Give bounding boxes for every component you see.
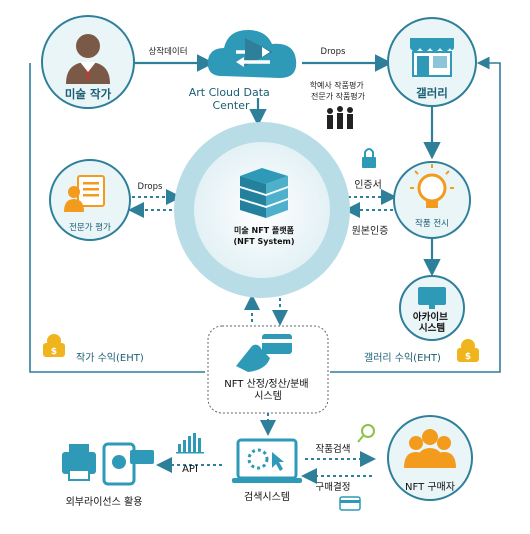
gallery-revenue-label: 갤러리 수익(EHT) (364, 352, 441, 364)
settlement-label-line1: NFT 산정/정산/분배 (224, 378, 308, 390)
drops-top-label: Drops (321, 47, 346, 57)
settlement-label-line2: 시스템 (254, 390, 282, 402)
artist-coins-icon: $ (43, 334, 65, 357)
cloud-label-line2: Center (212, 99, 250, 112)
lock-icon (362, 148, 376, 168)
gallery-coins-icon: $ (457, 339, 479, 362)
tablet-payment-icon (102, 442, 154, 486)
server-icon (240, 168, 288, 218)
purchase-label: 구매결정 (316, 482, 351, 493)
cloud-label: Art Cloud Data Center (189, 86, 274, 112)
cloud-label-line1: Art Cloud Data (189, 86, 270, 99)
dashed-arrows (128, 189, 397, 484)
search-system-label: 검색시스템 (244, 491, 290, 503)
drops-left-label: Drops (138, 182, 163, 192)
settlement-label: NFT 산정/정산/분배 시스템 (224, 378, 311, 402)
platform-label-line1: 미술 NFT 플랫폼 (234, 225, 295, 235)
lightbulb-icon (410, 164, 454, 208)
settlement-system-box[interactable] (207, 325, 329, 414)
artwork-search-label: 작품검색 (316, 443, 351, 455)
cursor-icon (272, 452, 284, 471)
evaluation-icon (64, 175, 105, 212)
licensing-label: 외부라이선스 활용 (66, 495, 143, 508)
expert-label: 전문가 평가 (69, 222, 111, 233)
archive-label: 아카이브 시스템 (413, 311, 451, 334)
svg-text:$: $ (465, 352, 471, 362)
scholars-label-line1: 학예사 작품평가 (310, 80, 365, 90)
buyers-group-icon (404, 429, 456, 468)
artist-revenue-label: 작가 수익(EHT) (76, 352, 144, 364)
expert-node[interactable] (49, 159, 131, 241)
archive-node[interactable] (399, 275, 465, 341)
card-icon (339, 496, 361, 511)
cloud-icon[interactable] (207, 30, 297, 78)
archive-label-line2: 시스템 (419, 322, 445, 334)
printer-icon (62, 444, 96, 481)
platform-label-line2: (NFT System) (233, 237, 294, 246)
buyer-label: NFT 구매자 (405, 481, 455, 493)
artist-label: 미술 작가 (65, 87, 112, 101)
search-system-node[interactable] (232, 438, 302, 483)
exhibit-label: 작품 전시 (415, 218, 449, 229)
chart-icon (176, 433, 204, 454)
nft-platform-hub[interactable] (174, 122, 350, 298)
buyer-node[interactable] (387, 415, 473, 501)
creation-data-label: 상작데이터 (148, 46, 187, 57)
gallery-label: 갤러리 (416, 86, 448, 100)
scholars-label: 학예사 작품평가 전문가 작품평가 (310, 80, 367, 101)
exhibit-node[interactable] (393, 161, 471, 239)
monitor-icon (418, 287, 446, 309)
scholars-label-line2: 전문가 작품평가 (311, 91, 366, 101)
archive-label-line1: 아카이브 (413, 311, 448, 323)
loading-icon (247, 448, 269, 470)
certificate-label: 인증서 (354, 179, 382, 191)
artist-icon (66, 34, 110, 84)
card-payment-icon (236, 334, 292, 372)
api-label: API (182, 464, 198, 475)
gallery-node[interactable] (387, 17, 477, 107)
original-auth-label: 원본인증 (352, 225, 389, 237)
artist-node[interactable] (41, 15, 135, 109)
magnifier-icon (357, 424, 375, 443)
licensing-node[interactable] (62, 442, 154, 486)
outer-loop-lines (29, 56, 501, 373)
svg-text:$: $ (51, 347, 57, 357)
store-icon (410, 38, 454, 77)
people-icon (327, 106, 353, 129)
